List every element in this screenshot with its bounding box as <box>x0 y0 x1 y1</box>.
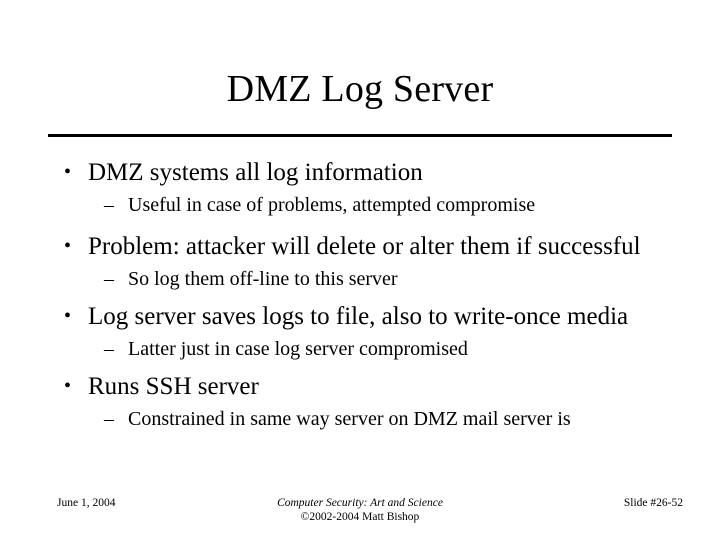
bullet-dot-icon: • <box>64 305 72 327</box>
bullet-level2: – Latter just in case log server comprom… <box>48 335 676 364</box>
bullet-text: So log them off-line to this server <box>128 268 398 290</box>
bullet-text: Log server saves logs to file, also to w… <box>88 303 629 330</box>
bullet-dash-icon: – <box>104 268 114 290</box>
bullet-dot-icon: • <box>64 235 72 257</box>
bullet-text: Constrained in same way server on DMZ ma… <box>128 408 571 430</box>
slide-body: • DMZ systems all log information – Usef… <box>48 156 676 440</box>
bullet-text: Latter just in case log server compromis… <box>128 338 468 360</box>
bullet-dot-icon: • <box>64 375 72 397</box>
bullet-level1: • DMZ systems all log information <box>48 156 676 189</box>
bullet-text: Useful in case of problems, attempted co… <box>128 194 536 216</box>
title-divider <box>48 134 672 137</box>
bullet-level2: – Constrained in same way server on DMZ … <box>48 405 676 434</box>
page-title: DMZ Log Server <box>226 68 494 110</box>
bullet-dash-icon: – <box>104 408 114 430</box>
bullet-text: Runs SSH server <box>88 373 259 400</box>
footer-date: June 1, 2004 <box>57 497 116 509</box>
bullet-dot-icon: • <box>64 161 72 183</box>
bullet-level1: • Runs SSH server <box>48 370 676 403</box>
bullet-text: Problem: attacker will delete or alter t… <box>88 233 641 260</box>
footer-attribution: Computer Security: Art and Science ©2002… <box>160 496 560 524</box>
footer-slide-number: Slide #26-52 <box>623 497 683 509</box>
slide-footer: June 1, 2004 Computer Security: Art and … <box>0 494 720 534</box>
bullet-dash-icon: – <box>104 338 114 360</box>
footer-book-title: Computer Security: Art and Science <box>277 497 443 509</box>
bullet-level1: • Problem: attacker will delete or alter… <box>48 230 676 263</box>
footer-copyright: ©2002-2004 Matt Bishop <box>300 511 420 523</box>
bullet-text: DMZ systems all log information <box>88 159 423 186</box>
slide-title-block: DMZ Log Server <box>0 66 720 112</box>
bullet-dash-icon: – <box>104 194 114 216</box>
bullet-level2: – Useful in case of problems, attempted … <box>48 191 676 220</box>
bullet-level1: • Log server saves logs to file, also to… <box>48 300 676 333</box>
bullet-level2: – So log them off-line to this server <box>48 265 676 294</box>
